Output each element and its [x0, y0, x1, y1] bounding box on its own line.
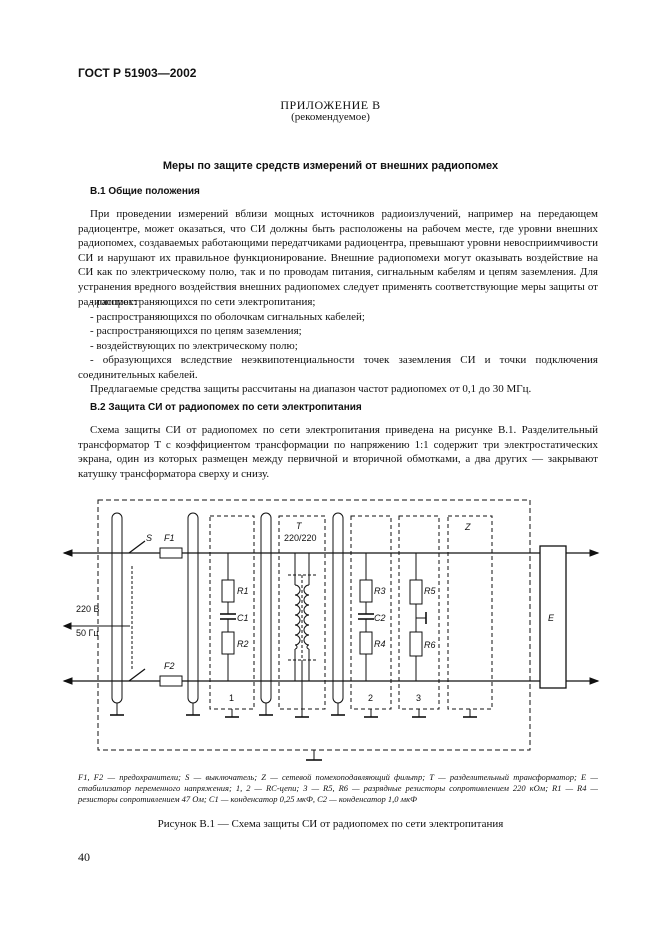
- discharge-block-3: [398, 515, 440, 710]
- arrow-left-bottom-icon: [62, 677, 73, 685]
- section-title: Меры по защите средств измерений от внеш…: [162, 160, 499, 172]
- fuse-f2: [159, 675, 183, 687]
- label-r6: R6: [424, 640, 436, 650]
- appendix-title: ПРИЛОЖЕНИЕ В: [280, 98, 381, 112]
- label-f1: F1: [164, 533, 175, 543]
- arrow-left-top-icon: [62, 549, 73, 557]
- list-item: - образующихся вследствие неэквипотенциа…: [78, 354, 598, 381]
- b2-heading: В.2 Защита СИ от радиопомех по сети элек…: [90, 402, 362, 413]
- switch-contact-top: [128, 540, 146, 554]
- list-item: - воздействующих по электрическому полю;: [90, 340, 298, 352]
- frame-ground-symbol: [306, 750, 322, 761]
- shield-capsule: [111, 512, 123, 704]
- label-c1: C1: [237, 613, 249, 623]
- page-number: 40: [78, 850, 90, 864]
- standard-header: ГОСТ Р 51903—2002: [78, 66, 197, 80]
- appendix-subtitle: (рекомендуемое): [291, 111, 370, 123]
- label-s: S: [146, 533, 152, 543]
- stabilizer-e: [539, 545, 567, 689]
- resistor-r2: [221, 631, 235, 655]
- label-t: T: [296, 521, 303, 531]
- label-block-2: 2: [368, 693, 373, 703]
- label-220v: 220 В: [76, 604, 100, 614]
- fuse-f1: [159, 547, 183, 559]
- resistor-r6: [409, 631, 423, 657]
- label-r3: R3: [374, 586, 386, 596]
- label-50hz: 50 Гц: [76, 628, 99, 638]
- label-c2: C2: [374, 613, 386, 623]
- b1-paragraph-2: Предлагаемые средства защиты рассчитаны …: [90, 383, 532, 395]
- shield-capsule: [187, 512, 199, 704]
- secondary-winding: [303, 584, 310, 650]
- b2-paragraph-1: Схема защиты СИ от радиопомех по сети эл…: [78, 424, 598, 480]
- shield-capsule: [332, 512, 344, 704]
- arrow-right-bottom-icon: [589, 677, 600, 685]
- label-r1: R1: [237, 586, 249, 596]
- label-t-ratio: 220/220: [284, 533, 317, 543]
- resistor-r1: [221, 579, 235, 603]
- list-item: - распространяющихся по цепям заземления…: [90, 325, 302, 337]
- label-block-1: 1: [229, 693, 234, 703]
- figure-caption: F1, F2 — предохранители; S — выключатель…: [78, 772, 598, 804]
- figure-title: Рисунок В.1 — Схема защиты СИ от радиопо…: [157, 818, 504, 830]
- label-r2: R2: [237, 639, 249, 649]
- circuit-diagram: S F1 F2 T 220/220 Z E R1 C1 R2 R3 C2 R4 …: [62, 499, 600, 761]
- arrow-right-top-icon: [589, 549, 600, 557]
- resistor-r4: [359, 631, 373, 655]
- list-item: - распространяющихся по сети электропита…: [90, 296, 316, 308]
- resistor-r5: [409, 579, 423, 605]
- label-block-3: 3: [416, 693, 421, 703]
- label-z: Z: [464, 522, 471, 532]
- filter-z: [447, 515, 493, 710]
- label-f2: F2: [164, 661, 175, 671]
- b1-paragraph-1: При проведении измерений вблизи мощных и…: [78, 208, 598, 308]
- list-item: - распространяющихся по оболочкам сигнал…: [90, 311, 365, 323]
- label-r4: R4: [374, 639, 386, 649]
- primary-winding: [294, 584, 301, 650]
- label-e: E: [548, 613, 555, 623]
- b1-heading: В.1 Общие положения: [90, 186, 200, 197]
- switch-contact-bottom: [128, 668, 146, 682]
- shield-capsule: [260, 512, 272, 704]
- label-r5: R5: [424, 586, 436, 596]
- resistor-r3: [359, 579, 373, 603]
